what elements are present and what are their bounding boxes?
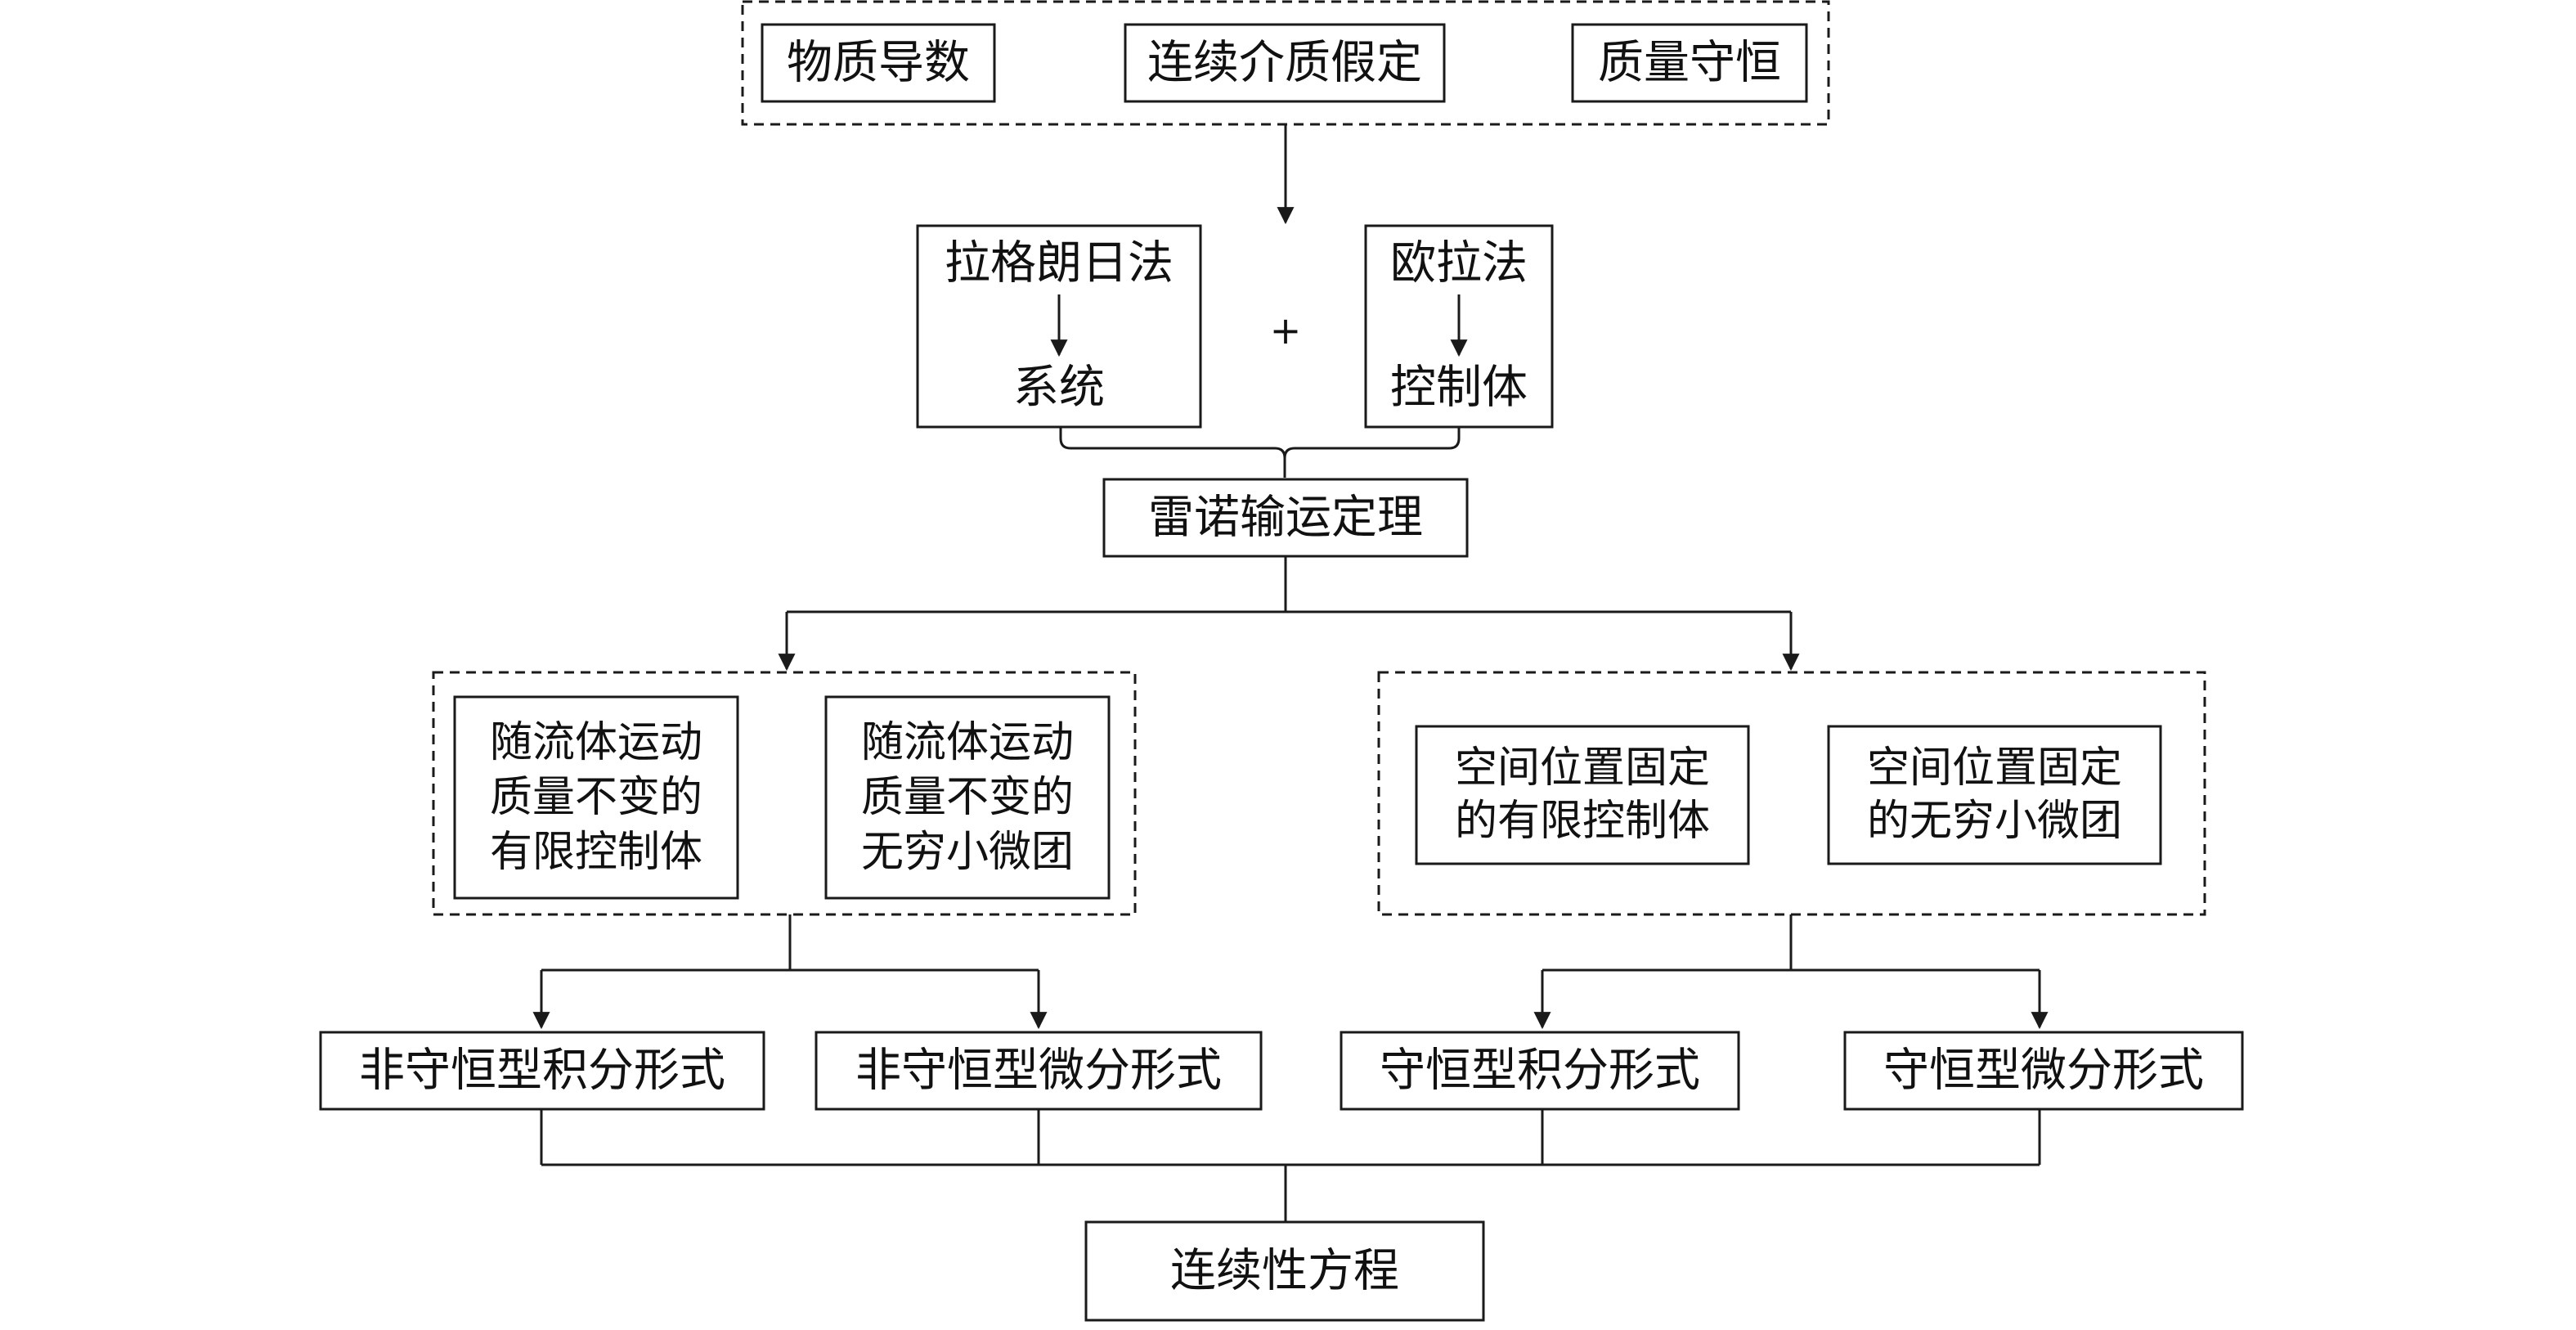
- edge-forms-merge: [540, 1109, 2041, 1222]
- continuum-hypothesis-node: 连续介质假定: [1124, 23, 1446, 103]
- nonconservative-differential-label: 非守恒型微分形式: [855, 1045, 1222, 1098]
- system-label: 系统: [1013, 362, 1105, 415]
- conservative-differential-label: 守恒型微分形式: [1883, 1045, 2204, 1098]
- moving-finite-cv-line-1: 随流体运动: [490, 718, 702, 767]
- moving-infinitesimal-element-node: 随流体运动 质量不变的 无穷小微团: [824, 695, 1111, 900]
- continuity-equation-label: 连续性方程: [1170, 1245, 1399, 1298]
- continuity-equation-node: 连续性方程: [1084, 1220, 1485, 1322]
- fixed-finite-cv-line-2: 的有限控制体: [1455, 797, 1710, 846]
- plus-sign: +: [1270, 308, 1302, 353]
- fixed-finite-cv-line-1: 空间位置固定: [1455, 744, 1710, 793]
- moving-infinitesimal-line-3: 无穷小微团: [861, 828, 1074, 877]
- continuum-hypothesis-label: 连续介质假定: [1147, 37, 1422, 90]
- nonconservative-differential-node: 非守恒型微分形式: [815, 1031, 1263, 1111]
- edge-rtt-split: [787, 556, 1791, 613]
- moving-fluid-group: [432, 671, 1137, 916]
- material-derivative-label: 物质导数: [787, 37, 970, 90]
- fixed-infinitesimal-line-2: 的无穷小微团: [1867, 797, 2122, 846]
- mass-conservation-label: 质量守恒: [1598, 37, 1781, 90]
- mass-conservation-node: 质量守恒: [1571, 23, 1808, 103]
- moving-finite-control-volume-node: 随流体运动 质量不变的 有限控制体: [453, 695, 739, 900]
- brace-methods-to-rtt: [1059, 427, 1461, 478]
- conservative-integral-node: 守恒型积分形式: [1340, 1031, 1740, 1111]
- eulerian-method-label: 欧拉法: [1390, 237, 1528, 290]
- moving-finite-cv-line-2: 质量不变的: [490, 773, 702, 822]
- conservative-differential-node: 守恒型微分形式: [1843, 1031, 2244, 1111]
- fixed-infinitesimal-element-node: 空间位置固定 的无穷小微团: [1827, 725, 2162, 865]
- moving-finite-cv-line-3: 有限控制体: [490, 828, 702, 877]
- moving-infinitesimal-line-1: 随流体运动: [861, 718, 1074, 767]
- material-derivative-node: 物质导数: [761, 23, 996, 103]
- lagrangian-node: 拉格朗日法 系统: [916, 224, 1202, 429]
- control-volume-label: 控制体: [1390, 362, 1528, 415]
- reynolds-transport-theorem-label: 雷诺输运定理: [1148, 492, 1423, 545]
- nonconservative-integral-node: 非守恒型积分形式: [319, 1031, 765, 1111]
- moving-infinitesimal-line-2: 质量不变的: [861, 773, 1074, 822]
- fixed-infinitesimal-line-1: 空间位置固定: [1867, 744, 2122, 793]
- edge-right-group-split: [1542, 914, 2040, 972]
- nonconservative-integral-label: 非守恒型积分形式: [359, 1045, 725, 1098]
- edge-left-group-split: [541, 914, 1039, 972]
- fixed-finite-control-volume-node: 空间位置固定 的有限控制体: [1415, 725, 1750, 865]
- eulerian-node: 欧拉法 控制体: [1364, 224, 1554, 429]
- lagrangian-method-label: 拉格朗日法: [945, 237, 1174, 290]
- conservative-integral-label: 守恒型积分形式: [1380, 1045, 1700, 1098]
- reynolds-transport-theorem-node: 雷诺输运定理: [1102, 478, 1469, 558]
